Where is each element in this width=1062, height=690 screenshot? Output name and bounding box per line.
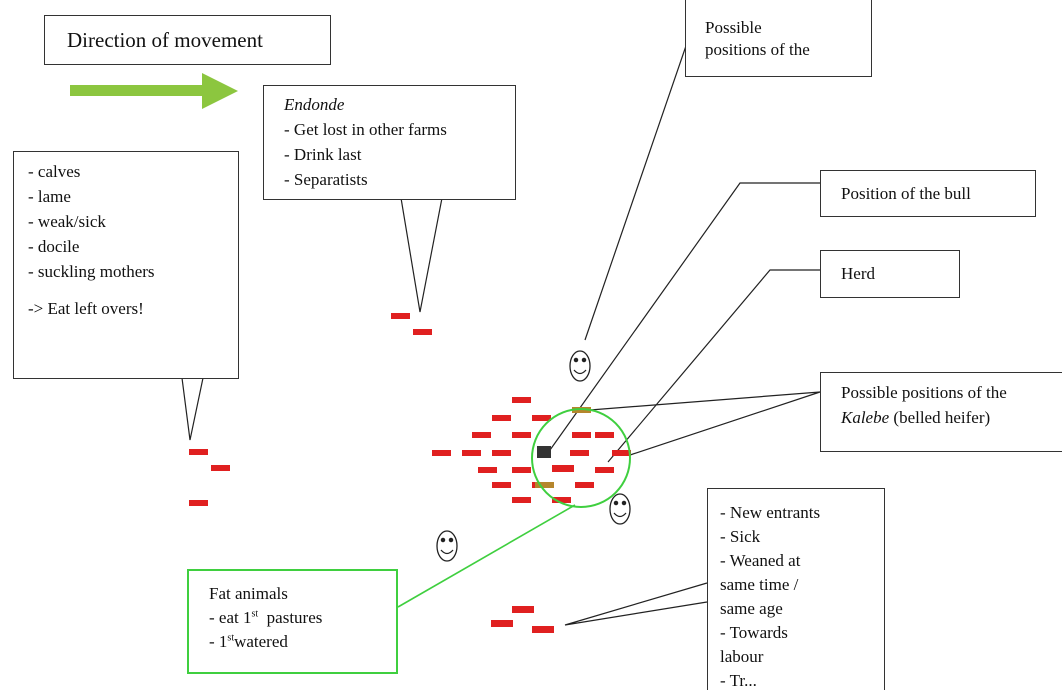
- herd-callout: Herd: [820, 250, 960, 298]
- fat-line3-pre: - 1: [209, 632, 228, 651]
- fat-line3-post: watered: [234, 632, 288, 651]
- left-box-pointer: [181, 377, 204, 441]
- entrants-line: - New entrants: [720, 503, 821, 522]
- animal-marker: [512, 467, 531, 473]
- animal-marker: [572, 432, 591, 438]
- animal-marker: [413, 329, 432, 335]
- animal-marker: [595, 467, 614, 473]
- animal-marker: [432, 450, 451, 456]
- endonde-item: - Get lost in other farms: [284, 120, 447, 139]
- fat-line2-pre: - eat 1: [209, 608, 252, 627]
- trailing-item: - weak/sick: [28, 212, 106, 231]
- endonde-pointer: [400, 197, 443, 313]
- animal-marker: [532, 626, 554, 633]
- fat-animals-circle: [531, 408, 631, 508]
- trailing-item: - calves: [28, 162, 81, 181]
- bull-pointer: [549, 182, 820, 451]
- animal-marker: [512, 432, 531, 438]
- entrants-line: - Towards: [720, 623, 788, 642]
- endonde-item: - Separatists: [284, 170, 368, 189]
- animal-marker: [612, 450, 631, 456]
- kalebe-name: Kalebe: [841, 408, 890, 427]
- endonde-item: - Drink last: [284, 145, 362, 164]
- animal-marker: [552, 497, 571, 503]
- positions-pointer: [584, 7, 700, 341]
- entrants-line: - Weaned at: [720, 551, 801, 570]
- fat-pointer: [397, 504, 576, 608]
- herd-label: Herd: [841, 264, 875, 283]
- entrants-line: labour: [720, 647, 764, 666]
- bull-label: Position of the bull: [841, 184, 971, 203]
- direction-label: Direction of movement: [67, 28, 263, 52]
- fat-line3-sup: st: [227, 632, 235, 644]
- smiley-face-icon: [609, 493, 631, 525]
- right-arrow-icon: [70, 73, 238, 109]
- animals: [189, 313, 631, 633]
- entrants-pointer: [564, 582, 708, 626]
- animal-marker: [512, 606, 534, 613]
- trailing-animals-callout: - calves - lame - weak/sick - docile - s…: [13, 151, 239, 379]
- animal-marker: [472, 432, 491, 438]
- animal-marker: [492, 482, 511, 488]
- trailing-note: -> Eat left overs!: [28, 299, 144, 318]
- animal-marker: [462, 450, 481, 456]
- animal-marker: [512, 397, 531, 403]
- fat-line2-sup: st: [251, 608, 259, 620]
- animal-marker: [595, 432, 614, 438]
- trailing-item: - suckling mothers: [28, 262, 155, 281]
- kalebe-pointer: [589, 391, 821, 456]
- herd-pointer: [607, 269, 820, 463]
- trailing-item: - lame: [28, 187, 71, 206]
- animal-marker: [492, 450, 511, 456]
- entrants-line: same time /: [720, 575, 799, 594]
- animal-marker: [391, 313, 410, 319]
- animal-marker: [189, 449, 208, 455]
- endonde-title: Endonde: [284, 95, 345, 114]
- fat-animals-callout: Fat animals - eat 1st pastures - 1stwate…: [187, 569, 398, 674]
- animal-marker: [211, 465, 230, 471]
- animal-marker: [189, 500, 208, 506]
- smiley-face-icon: [436, 530, 458, 562]
- fat-title: Fat animals: [209, 584, 288, 603]
- new-entrants-callout: - New entrants - Sick - Weaned at same t…: [707, 488, 885, 690]
- entrants-line: same age: [720, 599, 783, 618]
- animal-marker: [512, 497, 531, 503]
- kalebe-description: (belled heifer): [889, 408, 991, 427]
- positions-line: Possible: [705, 18, 762, 37]
- smiley-face-icon: [569, 350, 591, 382]
- kalebe-marker: [535, 482, 554, 488]
- animal-marker: [570, 450, 589, 456]
- animal-marker: [575, 482, 594, 488]
- trailing-item: - docile: [28, 237, 80, 256]
- animal-marker: [532, 415, 551, 421]
- direction-of-movement-box: Direction of movement: [44, 15, 331, 65]
- endonde-callout: Endonde - Get lost in other farms - Drin…: [263, 85, 516, 200]
- animal-marker: [492, 415, 511, 421]
- fat-line2-post: pastures: [258, 608, 323, 627]
- herder-positions-callout: Possible positions of the: [685, 0, 872, 77]
- bull-position-callout: Position of the bull: [820, 170, 1036, 217]
- bull-marker: [537, 446, 551, 458]
- positions-line: positions of the: [705, 40, 810, 59]
- entrants-line: - Sick: [720, 527, 761, 546]
- kalebe-callout: Possible positions of the Kalebe (belled…: [820, 372, 1062, 452]
- entrants-line: - Tr...: [720, 671, 757, 690]
- animal-marker: [491, 620, 513, 627]
- animal-marker: [478, 467, 497, 473]
- kalebe-line1: Possible positions of the: [841, 383, 1007, 402]
- animal-marker: [552, 465, 574, 472]
